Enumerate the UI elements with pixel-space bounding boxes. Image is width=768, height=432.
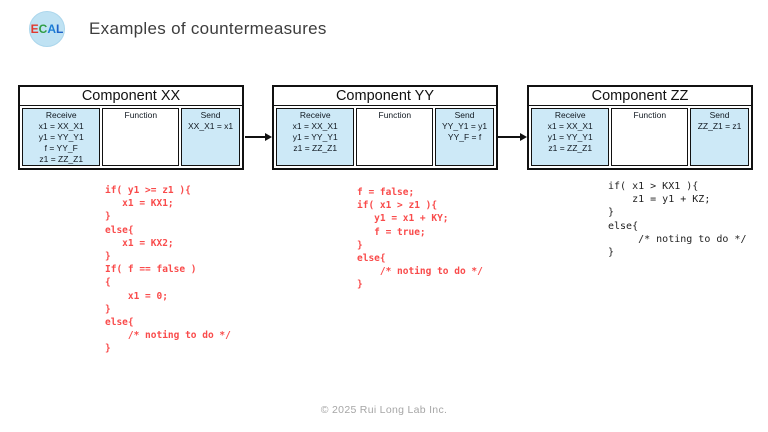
arrow-yy-to-zz-icon [497, 133, 527, 140]
component-title: Component XX [20, 87, 242, 106]
text-line: f = true; [357, 226, 426, 238]
slide-header: E C A L Examples of countermeasures [29, 11, 327, 47]
text-line: } [357, 239, 363, 251]
text-line: } [105, 211, 111, 223]
text-line: if( y1 >= z1 ){ [105, 185, 191, 196]
text-line: /* noting to do */ [105, 330, 231, 342]
text-line: else{ [105, 317, 134, 329]
receive-header: Receive [45, 110, 77, 120]
text-line: x1 = KX1; [105, 198, 174, 210]
text-line: x1 = XX_X1 [547, 121, 593, 131]
text-line: x1 = XX_X1 [292, 121, 338, 131]
text-line: else{ [608, 220, 639, 232]
text-line: z1 = ZZ_Z1 [548, 143, 593, 153]
function-cell: Function [611, 108, 689, 166]
text-line: x1 = 0; [105, 290, 168, 302]
page-title: Examples of countermeasures [89, 19, 327, 38]
text-line: YY_F = f [447, 132, 482, 142]
receive-header: Receive [554, 110, 586, 120]
send-header: Send [454, 110, 475, 120]
text-line: y1 = YY_Y1 [292, 132, 338, 142]
text-line: x1 = KX2; [105, 237, 174, 249]
logo-letter: L [56, 22, 64, 36]
function-cell: Function [356, 108, 434, 166]
text-line: } [608, 247, 615, 259]
text-line: f = false; [357, 187, 415, 198]
text-line: } [105, 251, 111, 263]
function-header: Function [633, 110, 667, 120]
text-line: z1 = y1 + KZ; [608, 194, 711, 206]
receive-header: Receive [299, 110, 331, 120]
function-header: Function [378, 110, 412, 120]
text-line: XX_X1 = x1 [188, 121, 234, 131]
send-lines: XX_X1 = x1 [182, 121, 239, 132]
send-header: Send [709, 110, 730, 120]
send-cell: Send XX_X1 = x1 [181, 108, 240, 166]
ecal-logo-icon: E C A L [29, 11, 65, 47]
arrow-xx-to-yy-icon [245, 133, 272, 140]
code-block-yy: f = false; if( x1 > z1 ){ y1 = x1 + KY; f… [357, 186, 483, 292]
text-line: y1 = YY_Y1 [38, 132, 84, 142]
text-line: y1 = x1 + KY; [357, 213, 449, 225]
text-line: YY_Y1 = y1 [442, 121, 488, 131]
text-line: If( f == false ) [105, 264, 197, 276]
text-line: else{ [357, 253, 386, 265]
code-block-xx: if( y1 >= z1 ){ x1 = KX1;}else{ x1 = KX2… [105, 184, 231, 356]
copyright-text: © 2025 Rui Long Lab Inc. [320, 404, 448, 416]
function-header: Function [124, 110, 158, 120]
text-line: } [608, 207, 615, 219]
text-line: } [105, 343, 111, 355]
text-line: f = YY_F [44, 143, 78, 153]
logo-letter: C [38, 22, 48, 36]
send-header: Send [200, 110, 221, 120]
component-title: Component YY [274, 87, 496, 106]
text-line: x1 = XX_X1 [38, 121, 84, 131]
text-line: } [105, 303, 111, 315]
text-line: /* noting to do */ [608, 233, 747, 245]
text-line: z1 = ZZ_Z1 [293, 143, 338, 153]
component-title: Component ZZ [529, 87, 751, 106]
text-line: else{ [105, 224, 134, 236]
text-line: { [105, 277, 111, 289]
logo-letter: E [30, 22, 39, 36]
send-cell: Send ZZ_Z1 = z1 [690, 108, 749, 166]
logo-letter: A [47, 22, 56, 36]
text-line: /* noting to do */ [357, 266, 483, 278]
text-line: ZZ_Z1 = z1 [697, 121, 742, 131]
text-line: if( x1 > z1 ){ [357, 200, 438, 212]
text-line: z1 = ZZ_Z1 [39, 154, 84, 164]
text-line: if( x1 > KX1 ){ [608, 181, 699, 192]
code-block-zz: if( x1 > KX1 ){ z1 = y1 + KZ;}else{ /* n… [608, 180, 746, 259]
text-line: y1 = YY_Y1 [547, 132, 593, 142]
text-line: } [357, 279, 363, 291]
function-cell: Function [102, 108, 180, 166]
send-lines: ZZ_Z1 = z1 [691, 121, 748, 132]
